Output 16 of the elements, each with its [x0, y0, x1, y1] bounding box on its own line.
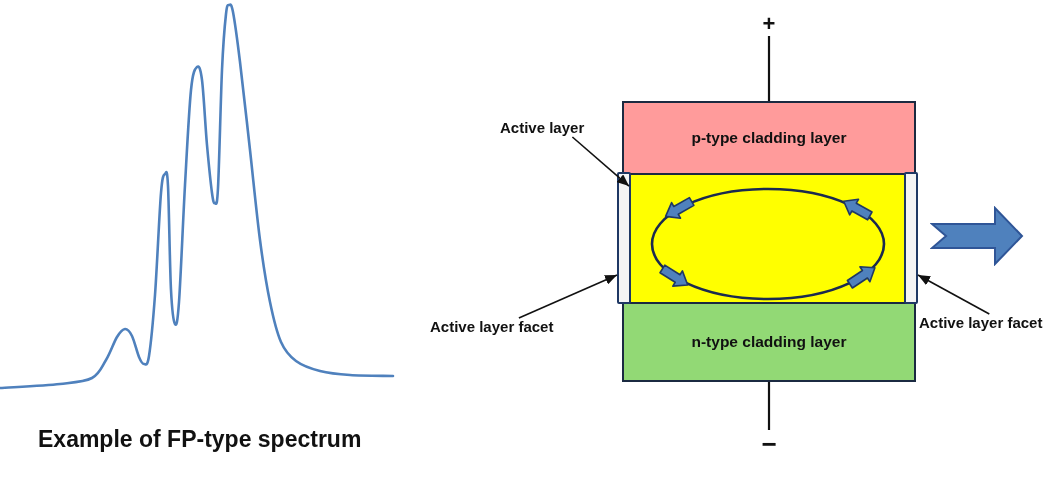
lead-wire: [767, 382, 771, 430]
leader-line: [917, 274, 991, 315]
active-layer: [629, 173, 906, 304]
facet-mirror: [617, 172, 631, 304]
facet-mirror: [904, 172, 918, 304]
figure-caption: Example of FP-type spectrum: [38, 425, 362, 453]
callout-label: Active layer facet: [919, 314, 1043, 332]
terminal-sign: −: [759, 430, 779, 458]
n-cladding-layer: n-type cladding layer: [622, 302, 916, 382]
leader-line: [571, 136, 630, 187]
terminal-sign: +: [760, 12, 778, 36]
leader-line: [518, 274, 618, 319]
p-cladding-layer: p-type cladding layer: [622, 101, 916, 175]
callout-label: Active layer: [500, 119, 585, 137]
callout-label: Active layer facet: [430, 318, 554, 336]
lead-wire: [767, 36, 771, 101]
